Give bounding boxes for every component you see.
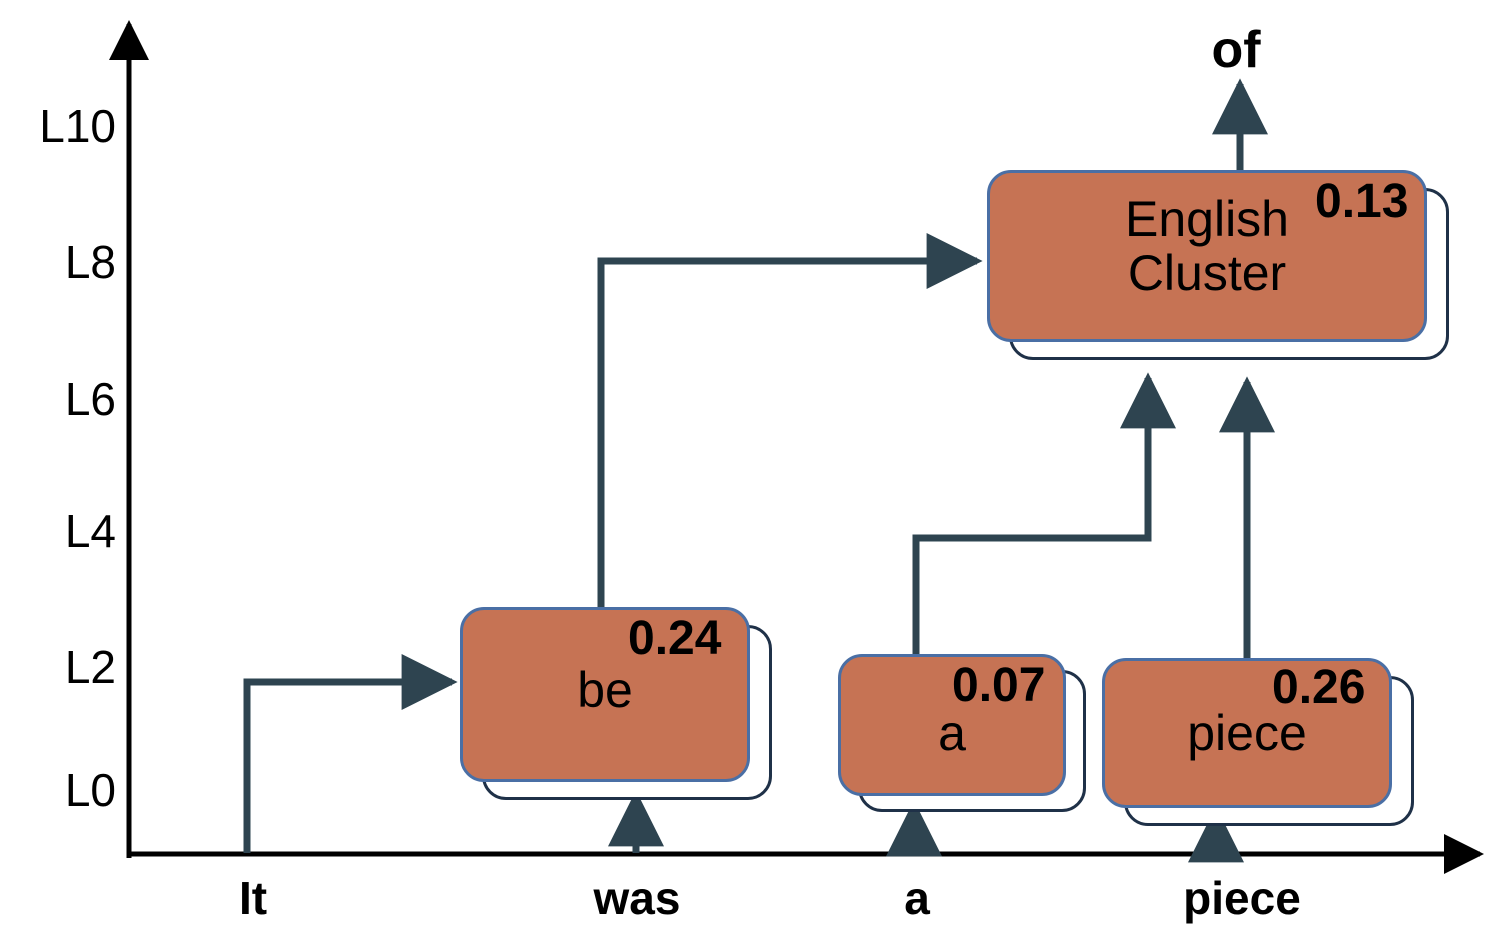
node-piece-score: 0.26	[1272, 661, 1366, 714]
node-a[interactable]: a 0.07	[838, 654, 1086, 812]
node-english-cluster-label: English Cluster	[1125, 191, 1289, 301]
node-piece[interactable]: piece 0.26	[1102, 658, 1414, 826]
node-be-body[interactable]	[460, 607, 750, 782]
node-a-body[interactable]	[838, 654, 1066, 796]
x-token-it: It	[238, 872, 268, 924]
x-token-was: was	[593, 872, 681, 924]
y-tick-l8: L8	[64, 236, 116, 288]
y-tick-l6: L6	[64, 373, 116, 425]
y-tick-l0: L0	[64, 764, 116, 816]
node-be-score: 0.24	[628, 612, 722, 665]
output-token-of: of	[1211, 21, 1261, 79]
node-english-cluster-body[interactable]	[987, 170, 1427, 342]
edge-it-to-be	[243, 654, 458, 853]
x-token-a: a	[904, 872, 930, 924]
node-piece-body[interactable]	[1102, 658, 1392, 808]
node-english-cluster[interactable]: English Cluster 0.13	[987, 170, 1449, 360]
node-be-label: be	[577, 662, 633, 718]
node-a-label: a	[938, 705, 966, 761]
y-tick-l4: L4	[64, 505, 116, 557]
x-token-piece: piece	[1183, 872, 1301, 924]
edge-a-to-cluster	[912, 372, 1176, 657]
node-be[interactable]: be 0.24	[460, 607, 772, 800]
y-tick-l10: L10	[39, 100, 116, 152]
y-tick-l2: L2	[64, 641, 116, 693]
node-english-cluster-score: 0.13	[1315, 175, 1409, 228]
edge-be-to-cluster	[597, 233, 983, 610]
node-piece-label: piece	[1187, 705, 1307, 761]
node-a-score: 0.07	[952, 659, 1046, 712]
